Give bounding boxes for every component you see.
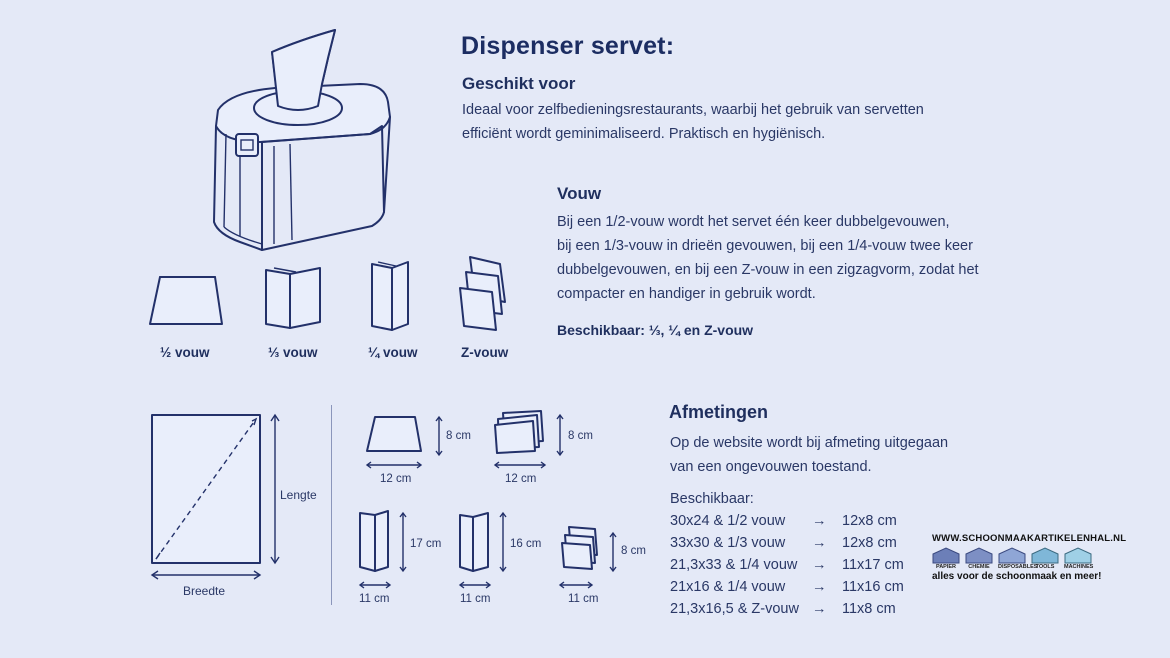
length-label: Lengte bbox=[280, 488, 317, 502]
fold-text: Bij een 1/2-vouw wordt het servet één ke… bbox=[557, 210, 1037, 306]
dimensions-table: 30x24 & 1/2 vouw→12x8 cm 33x30 & 1/3 vou… bbox=[670, 510, 922, 620]
dim-e-height: 8 cm bbox=[621, 545, 646, 557]
dimensions-line-1: Op de website wordt bij afmeting uitgega… bbox=[670, 435, 949, 451]
dim-b-height: 8 cm bbox=[568, 430, 593, 442]
dim-c-height: 17 cm bbox=[410, 538, 442, 550]
category-papier: PAPIER bbox=[932, 547, 960, 570]
fold-available: Beschikbaar: ⅓, ¼ en Z-vouw bbox=[557, 322, 754, 338]
quarter-fold-icon bbox=[371, 261, 409, 331]
dimension-row: 21x16 & 1/4 vouw→11x16 cm bbox=[670, 579, 904, 595]
dim-e-width: 11 cm bbox=[568, 593, 599, 605]
suitable-heading: Geschikt voor bbox=[462, 74, 576, 93]
dimensions-heading: Afmetingen bbox=[669, 402, 768, 422]
category-tools: TOOLS bbox=[1031, 547, 1059, 570]
suitable-text: Ideaal voor zelfbedieningsrestaurants, w… bbox=[462, 98, 1022, 146]
dimension-row: 21,3x16,5 & Z-vouw→11x8 cm bbox=[670, 601, 896, 617]
napkin-diagram bbox=[150, 413, 280, 580]
brand-categories: PAPIER CHEMIE DISPOSABLES TOOLS MACHINES bbox=[932, 547, 1107, 570]
dimension-row: 33x30 & 1/3 vouw→12x8 cm bbox=[670, 535, 897, 551]
fold-line-3: dubbelgevouwen, en bij een Z-vouw in een… bbox=[557, 262, 979, 278]
category-chemie: CHEMIE bbox=[965, 547, 993, 570]
folded-size-icons bbox=[358, 410, 617, 589]
dimension-row: 21,3x33 & 1/4 vouw→11x17 cm bbox=[670, 557, 904, 573]
house-icon bbox=[998, 547, 1026, 564]
dimensions-available-label: Beschikbaar: bbox=[670, 491, 754, 507]
brand-url[interactable]: WWW.SCHOONMAAKARTIKELENHAL.NL bbox=[932, 533, 1127, 544]
third-fold-icon bbox=[265, 267, 321, 329]
dim-c-width: 11 cm bbox=[359, 593, 390, 605]
page-title: Dispenser servet: bbox=[461, 32, 675, 60]
dispenser-illustration bbox=[213, 29, 391, 251]
house-icon bbox=[1064, 547, 1092, 564]
suitable-line-2: efficiënt wordt geminimaliseerd. Praktis… bbox=[462, 126, 826, 142]
brand-tagline: alles voor de schoonmaak en meer! bbox=[932, 571, 1102, 582]
dim-d-height: 16 cm bbox=[510, 538, 542, 550]
fold-label-third: ⅓ vouw bbox=[268, 345, 318, 360]
dimensions-line-2: van een ongevouwen toestand. bbox=[670, 459, 872, 475]
fold-label-z: Z-vouw bbox=[461, 345, 509, 360]
fold-label-half: ½ vouw bbox=[160, 345, 210, 360]
dim-d-width: 11 cm bbox=[460, 593, 491, 605]
dimensions-text: Op de website wordt bij afmeting uitgega… bbox=[670, 431, 970, 479]
half-fold-icon bbox=[149, 276, 223, 325]
suitable-line-1: Ideaal voor zelfbedieningsrestaurants, w… bbox=[462, 102, 924, 118]
fold-icons bbox=[149, 256, 506, 331]
fold-heading: Vouw bbox=[557, 184, 602, 203]
category-disposables: DISPOSABLES bbox=[998, 547, 1037, 570]
fold-line-2: bij een 1/3-vouw in drieën gevouwen, bij… bbox=[557, 238, 973, 254]
z-fold-icon bbox=[459, 256, 506, 331]
dim-a-height: 8 cm bbox=[446, 430, 471, 442]
fold-line-4: compacter en handiger in gebruik wordt. bbox=[557, 286, 816, 302]
brand-logo[interactable]: WWW.SCHOONMAAKARTIKELENHAL.NL PAPIER CHE… bbox=[932, 533, 1127, 582]
divider bbox=[331, 405, 332, 605]
category-machines: MACHINES bbox=[1064, 547, 1093, 570]
width-label: Breedte bbox=[183, 584, 226, 598]
house-icon bbox=[932, 547, 960, 564]
dim-b-width: 12 cm bbox=[505, 473, 537, 485]
fold-label-quarter: ¼ vouw bbox=[368, 345, 418, 360]
dim-a-width: 12 cm bbox=[380, 473, 412, 485]
house-icon bbox=[1031, 547, 1059, 564]
fold-line-1: Bij een 1/2-vouw wordt het servet één ke… bbox=[557, 214, 950, 230]
house-icon bbox=[965, 547, 993, 564]
dimension-row: 30x24 & 1/2 vouw→12x8 cm bbox=[670, 513, 897, 529]
